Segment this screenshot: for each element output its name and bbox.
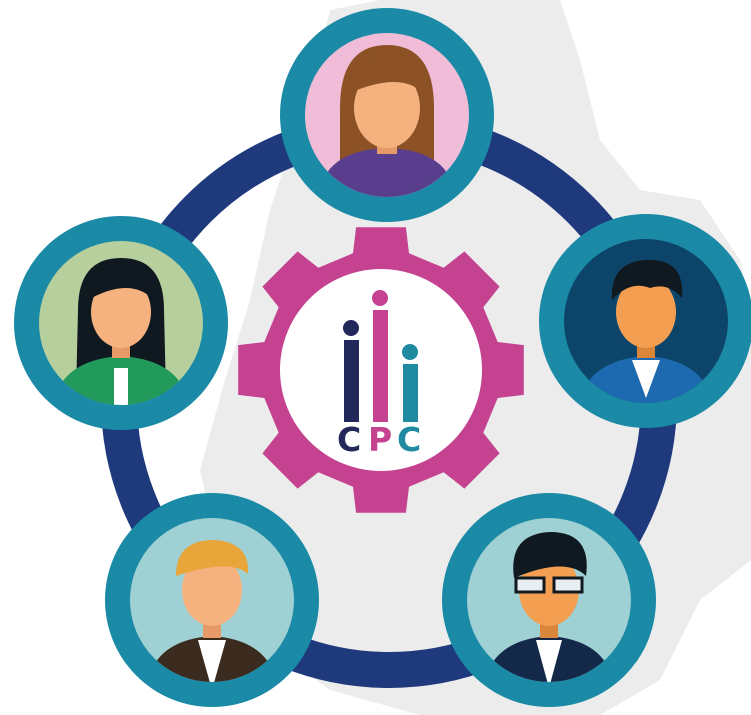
logo-letter-c1: C: [337, 420, 361, 459]
logo-dot-navy: [343, 320, 359, 336]
cpc-logo: C P C: [337, 290, 421, 459]
avatar-bottom-right-man: [442, 493, 656, 707]
logo-letter-c2: C: [397, 420, 421, 459]
logo-bar-teal: [403, 364, 418, 422]
logo-dot-teal: [402, 344, 418, 360]
logo-bar-navy: [344, 340, 359, 422]
logo-dot-magenta: [372, 290, 388, 306]
glasses-icon: [514, 576, 546, 594]
avatar-left-woman: [14, 216, 228, 430]
avatar-bottom-left-man: [105, 493, 319, 707]
avatar-top-woman: [280, 8, 494, 222]
avatar-right-man: [539, 214, 751, 428]
logo-bar-magenta: [373, 310, 388, 422]
logo-letter-p: P: [368, 420, 392, 459]
